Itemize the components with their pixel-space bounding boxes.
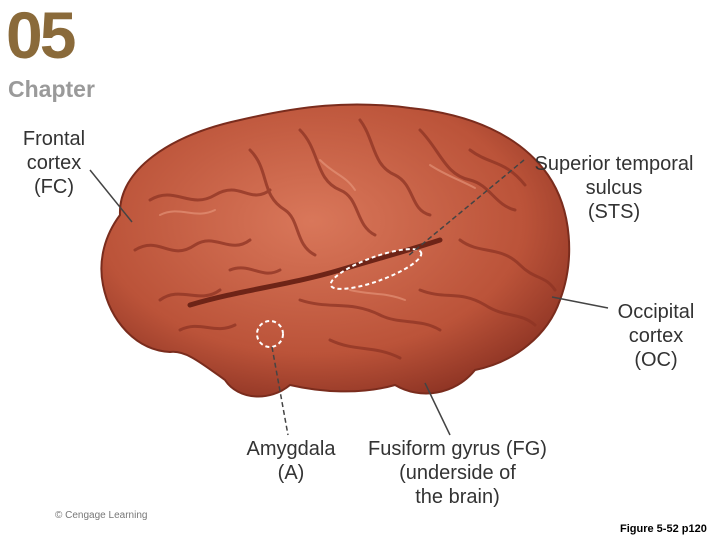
frontal-cortex-label: Frontal cortex (FC) [22, 128, 86, 198]
chapter-label: Chapter [8, 76, 95, 102]
occipital-leader [551, 296, 609, 309]
fusiform-gyrus-label: Fusiform gyrus (FG) (underside of the br… [368, 438, 547, 508]
figure-reference: Figure 5-52 p120 [620, 523, 707, 535]
chapter-number: 05 [6, 0, 76, 72]
copyright-credit: © Cengage Learning [55, 510, 148, 521]
sts-leader [407, 159, 525, 257]
frontal-leader [89, 169, 133, 223]
occipital-cortex-label: Occipital cortex (OC) [617, 301, 695, 371]
sts-region-marker [329, 248, 423, 290]
sts-label: Superior temporal sulcus (STS) [534, 153, 694, 223]
fusiform-leader [424, 382, 451, 436]
amygdala-leader [271, 346, 289, 436]
amygdala-label: Amygdala (A) [246, 438, 336, 484]
amygdala-region-marker [256, 320, 284, 348]
